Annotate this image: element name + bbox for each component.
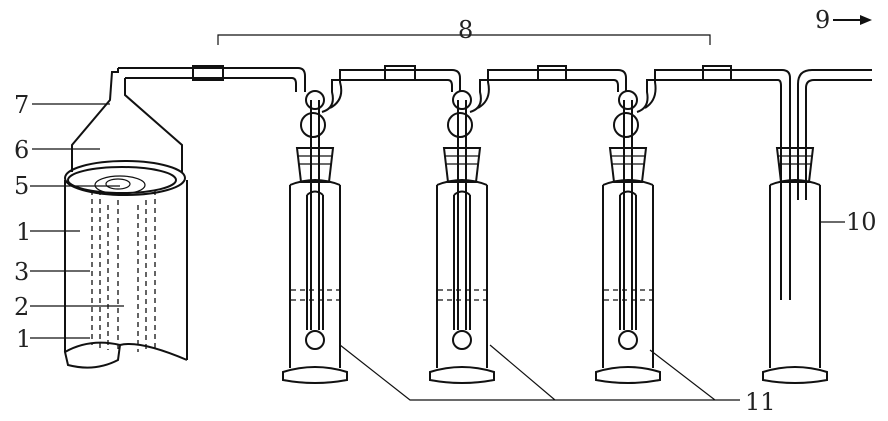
label-3: 3 xyxy=(14,258,29,286)
label-2: 2 xyxy=(14,293,29,321)
absorption-bottle-2 xyxy=(429,90,495,384)
label-6: 6 xyxy=(14,136,29,164)
leader-lines xyxy=(30,15,872,401)
label-1-top: 1 xyxy=(16,218,31,246)
gas-generator xyxy=(63,68,188,369)
label-9: 9 xyxy=(815,6,830,34)
arrow-right-icon xyxy=(860,15,872,25)
absorption-bottle-3 xyxy=(595,90,661,384)
label-8: 8 xyxy=(458,16,473,44)
connecting-tubing xyxy=(118,65,872,300)
absorption-bottle-1 xyxy=(282,90,348,384)
label-5: 5 xyxy=(14,172,29,200)
label-7: 7 xyxy=(14,91,29,119)
label-10: 10 xyxy=(846,208,877,236)
label-11: 11 xyxy=(745,388,776,416)
final-bottle xyxy=(762,147,828,384)
label-1-bottom: 1 xyxy=(16,325,31,353)
